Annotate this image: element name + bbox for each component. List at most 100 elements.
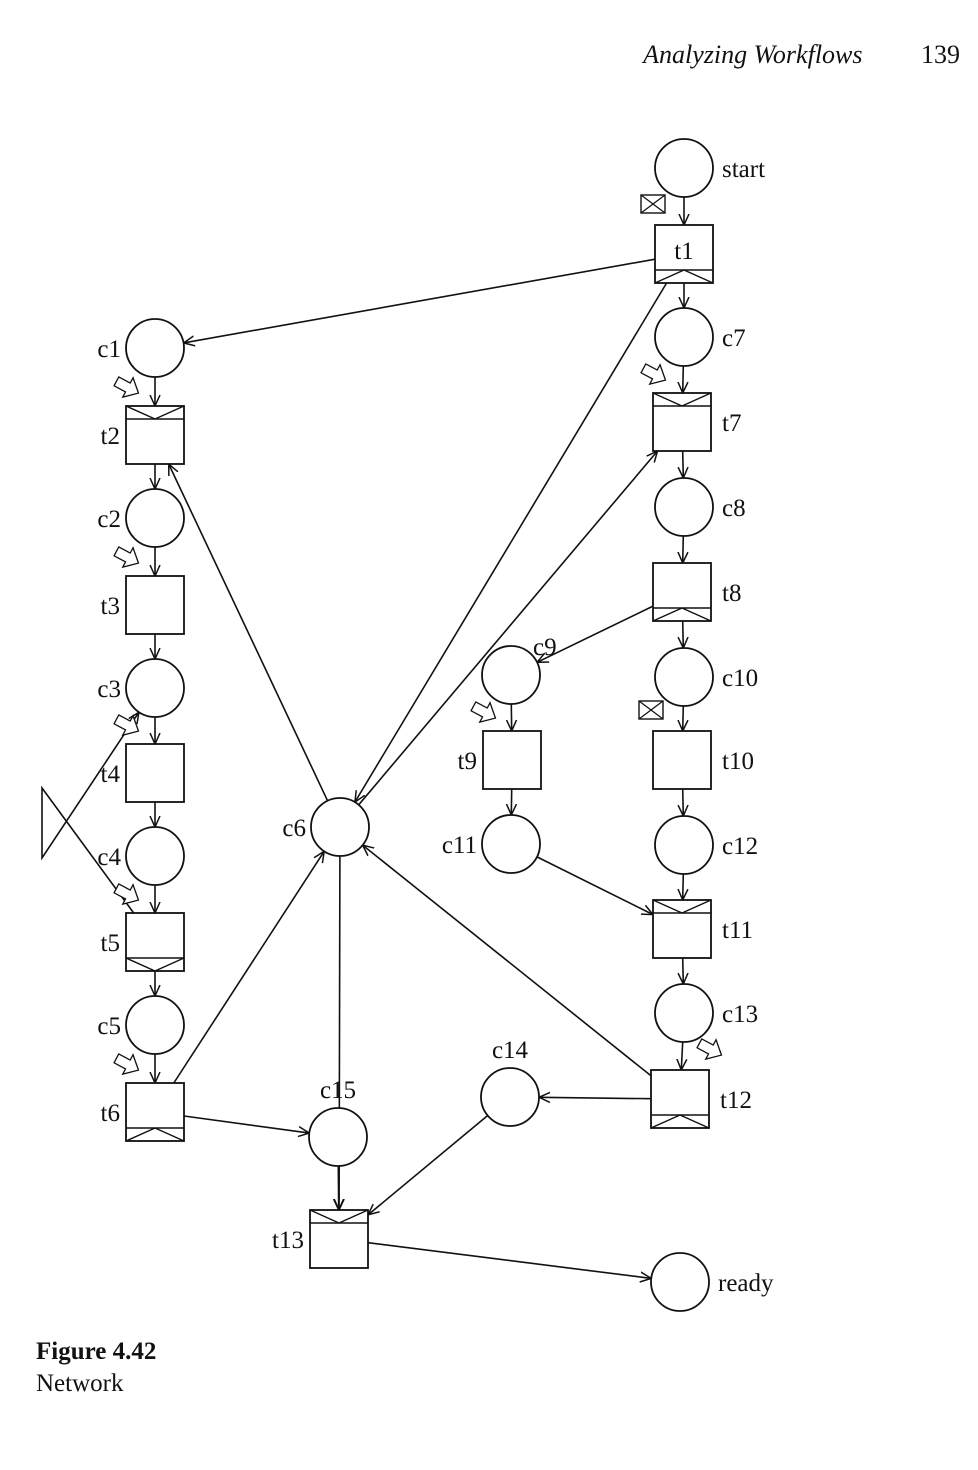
and-join-marker (309, 1209, 369, 1224)
place-c7 (654, 307, 714, 367)
place-label-c15: c15 (320, 1077, 356, 1104)
place-label-c1: c1 (97, 336, 121, 363)
transition-label-t6: t6 (101, 1100, 120, 1127)
place-label-ready: ready (718, 1270, 774, 1297)
transition-label-t10: t10 (722, 748, 754, 775)
arc-t1-c6 (355, 282, 668, 802)
figure-caption: Figure 4.42 Network (36, 1336, 156, 1400)
transition-t5 (113, 883, 185, 972)
and-split-marker (125, 1127, 185, 1142)
transition-t8 (652, 562, 712, 622)
transition-label-t2: t2 (101, 423, 120, 450)
user-trigger-icon (113, 546, 140, 569)
arc-c10-t10 (683, 705, 684, 731)
arc-t6-c15 (183, 1115, 309, 1133)
place-c6 (310, 797, 370, 857)
transition-label-t12: t12 (720, 1087, 752, 1114)
place-label-c3: c3 (97, 676, 121, 703)
transition-t4 (113, 714, 185, 803)
transition-label-t4: t4 (101, 761, 121, 788)
place-label-c13: c13 (722, 1001, 758, 1028)
transition-t2 (113, 376, 185, 465)
place-c9 (481, 645, 541, 705)
and-join-marker (652, 899, 712, 914)
user-trigger-icon (113, 376, 140, 399)
transition-label-t11: t11 (722, 917, 753, 944)
arc-c13-t12 (681, 1041, 682, 1070)
and-split-marker (650, 1114, 710, 1129)
transition-t7 (640, 363, 712, 452)
place-start (654, 138, 714, 198)
and-split-marker (652, 607, 712, 622)
transition-t9 (470, 701, 542, 790)
arc-c8-t8 (683, 535, 684, 563)
place-c2 (125, 488, 185, 548)
transition-t6 (113, 1053, 185, 1142)
arc-t13-ready (367, 1241, 651, 1279)
and-join-marker (125, 405, 185, 420)
user-trigger-icon (470, 701, 497, 724)
transition-t3 (113, 546, 185, 635)
place-c8 (654, 477, 714, 537)
message-trigger-icon (638, 700, 664, 720)
arc-t1-c1 (184, 258, 656, 343)
place-label-c2: c2 (97, 506, 121, 533)
arc-t8-c9 (537, 605, 654, 662)
arc-c7-t7 (683, 365, 684, 393)
transition-t13 (309, 1209, 369, 1269)
place-label-c9: c9 (533, 634, 557, 661)
transition-t10 (638, 700, 712, 790)
message-trigger-icon (640, 194, 666, 214)
place-label-c7: c7 (722, 325, 746, 352)
user-trigger-icon (113, 883, 140, 906)
place-label-c4: c4 (97, 844, 121, 871)
arc-t5-c3 (41, 712, 139, 914)
arc-t12-c14 (539, 1097, 652, 1098)
place-c13 (654, 983, 714, 1043)
arc-c12-t11 (683, 873, 684, 900)
place-c14 (480, 1067, 540, 1127)
figure-title: Network (36, 1370, 124, 1397)
place-c5 (125, 995, 185, 1055)
user-trigger-icon (696, 1038, 723, 1061)
arc-t6-c6 (173, 851, 324, 1084)
place-label-c11: c11 (442, 832, 477, 859)
place-c10 (654, 647, 714, 707)
arc-c11-t11 (536, 856, 653, 915)
place-ready (650, 1252, 710, 1312)
transition-label-t8: t8 (722, 580, 741, 607)
page-number: 139 (921, 40, 960, 69)
arc-c6-t2 (169, 464, 329, 802)
nodes-layer (113, 138, 723, 1312)
and-join-marker (652, 392, 712, 407)
transition-label-t5: t5 (101, 930, 120, 957)
arc-t11-c13 (683, 957, 684, 984)
place-label-c5: c5 (97, 1013, 121, 1040)
place-label-start: start (722, 156, 765, 183)
transition-label-t9: t9 (458, 748, 477, 775)
place-label-c14: c14 (492, 1037, 529, 1064)
place-label-c12: c12 (722, 833, 758, 860)
place-c12 (654, 815, 714, 875)
arc-c6-t7 (358, 451, 658, 806)
transition-label-t13: t13 (272, 1227, 304, 1254)
user-trigger-icon (640, 363, 667, 386)
transition-label-t1: t1 (674, 238, 693, 265)
user-trigger-icon (113, 1053, 140, 1076)
place-c11 (481, 814, 541, 874)
and-split-marker (654, 269, 714, 284)
arc-t8-c10 (683, 620, 684, 648)
place-label-c6: c6 (282, 815, 306, 842)
arc-t12-c6 (363, 845, 652, 1077)
chapter-title: Analyzing Workflows (643, 40, 863, 69)
running-header: Analyzing Workflows 139 (643, 40, 960, 70)
transition-t1 (640, 194, 714, 284)
user-trigger-icon (113, 714, 140, 737)
arc-c14-t13 (368, 1114, 489, 1215)
xor-split-marker (125, 957, 185, 972)
place-c3 (125, 658, 185, 718)
transition-t12 (650, 1038, 723, 1129)
place-label-c8: c8 (722, 495, 746, 522)
